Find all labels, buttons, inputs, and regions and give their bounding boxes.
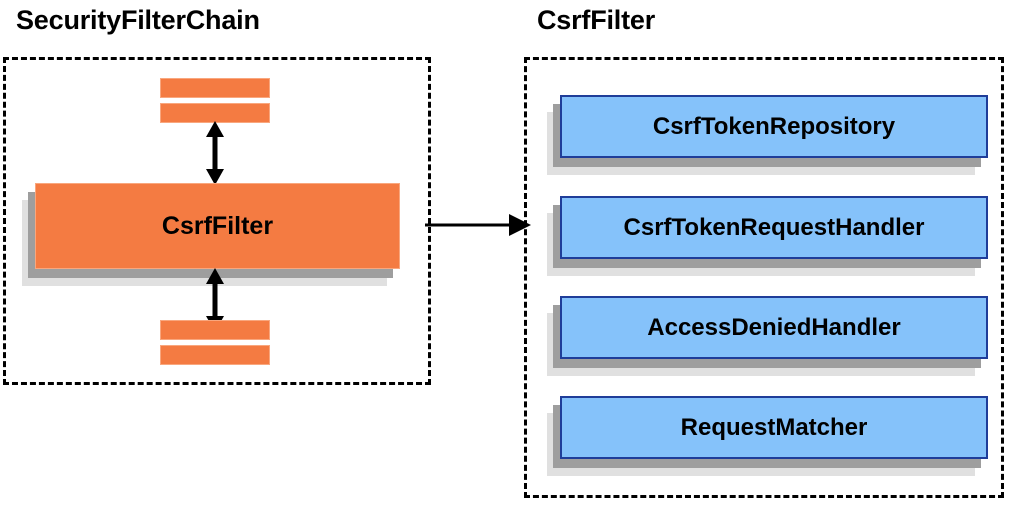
filter-bar-below-1	[160, 320, 270, 340]
csrf-filter-box[interactable]: CsrfFilter	[22, 183, 400, 286]
collaborator-label: CsrfTokenRequestHandler	[560, 196, 988, 259]
filter-bar-above-1	[160, 78, 270, 98]
arrow-up-chain	[206, 121, 224, 185]
collaborator-box-access-denied-handler[interactable]: AccessDeniedHandler	[547, 296, 988, 376]
panel-link-arrow	[425, 214, 531, 236]
collaborator-label: AccessDeniedHandler	[560, 296, 988, 359]
filter-bar-below-2	[160, 345, 270, 365]
filter-bar-above-2	[160, 103, 270, 123]
collaborator-label: CsrfTokenRepository	[560, 95, 988, 158]
csrf-filter-box-label: CsrfFilter	[35, 183, 400, 269]
page-title-security-filter-chain: SecurityFilterChain	[16, 5, 260, 35]
panel-security-filter-chain	[3, 57, 431, 385]
collaborator-box-request-matcher[interactable]: RequestMatcher	[547, 396, 988, 476]
collaborator-box-csrf-token-request-handler[interactable]: CsrfTokenRequestHandler	[547, 196, 988, 276]
collaborator-label: RequestMatcher	[560, 396, 988, 459]
page-title-csrf-filter: CsrfFilter	[537, 5, 656, 35]
panel-csrf-filter	[524, 57, 1004, 498]
collaborator-box-csrf-token-repository[interactable]: CsrfTokenRepository	[547, 95, 988, 175]
